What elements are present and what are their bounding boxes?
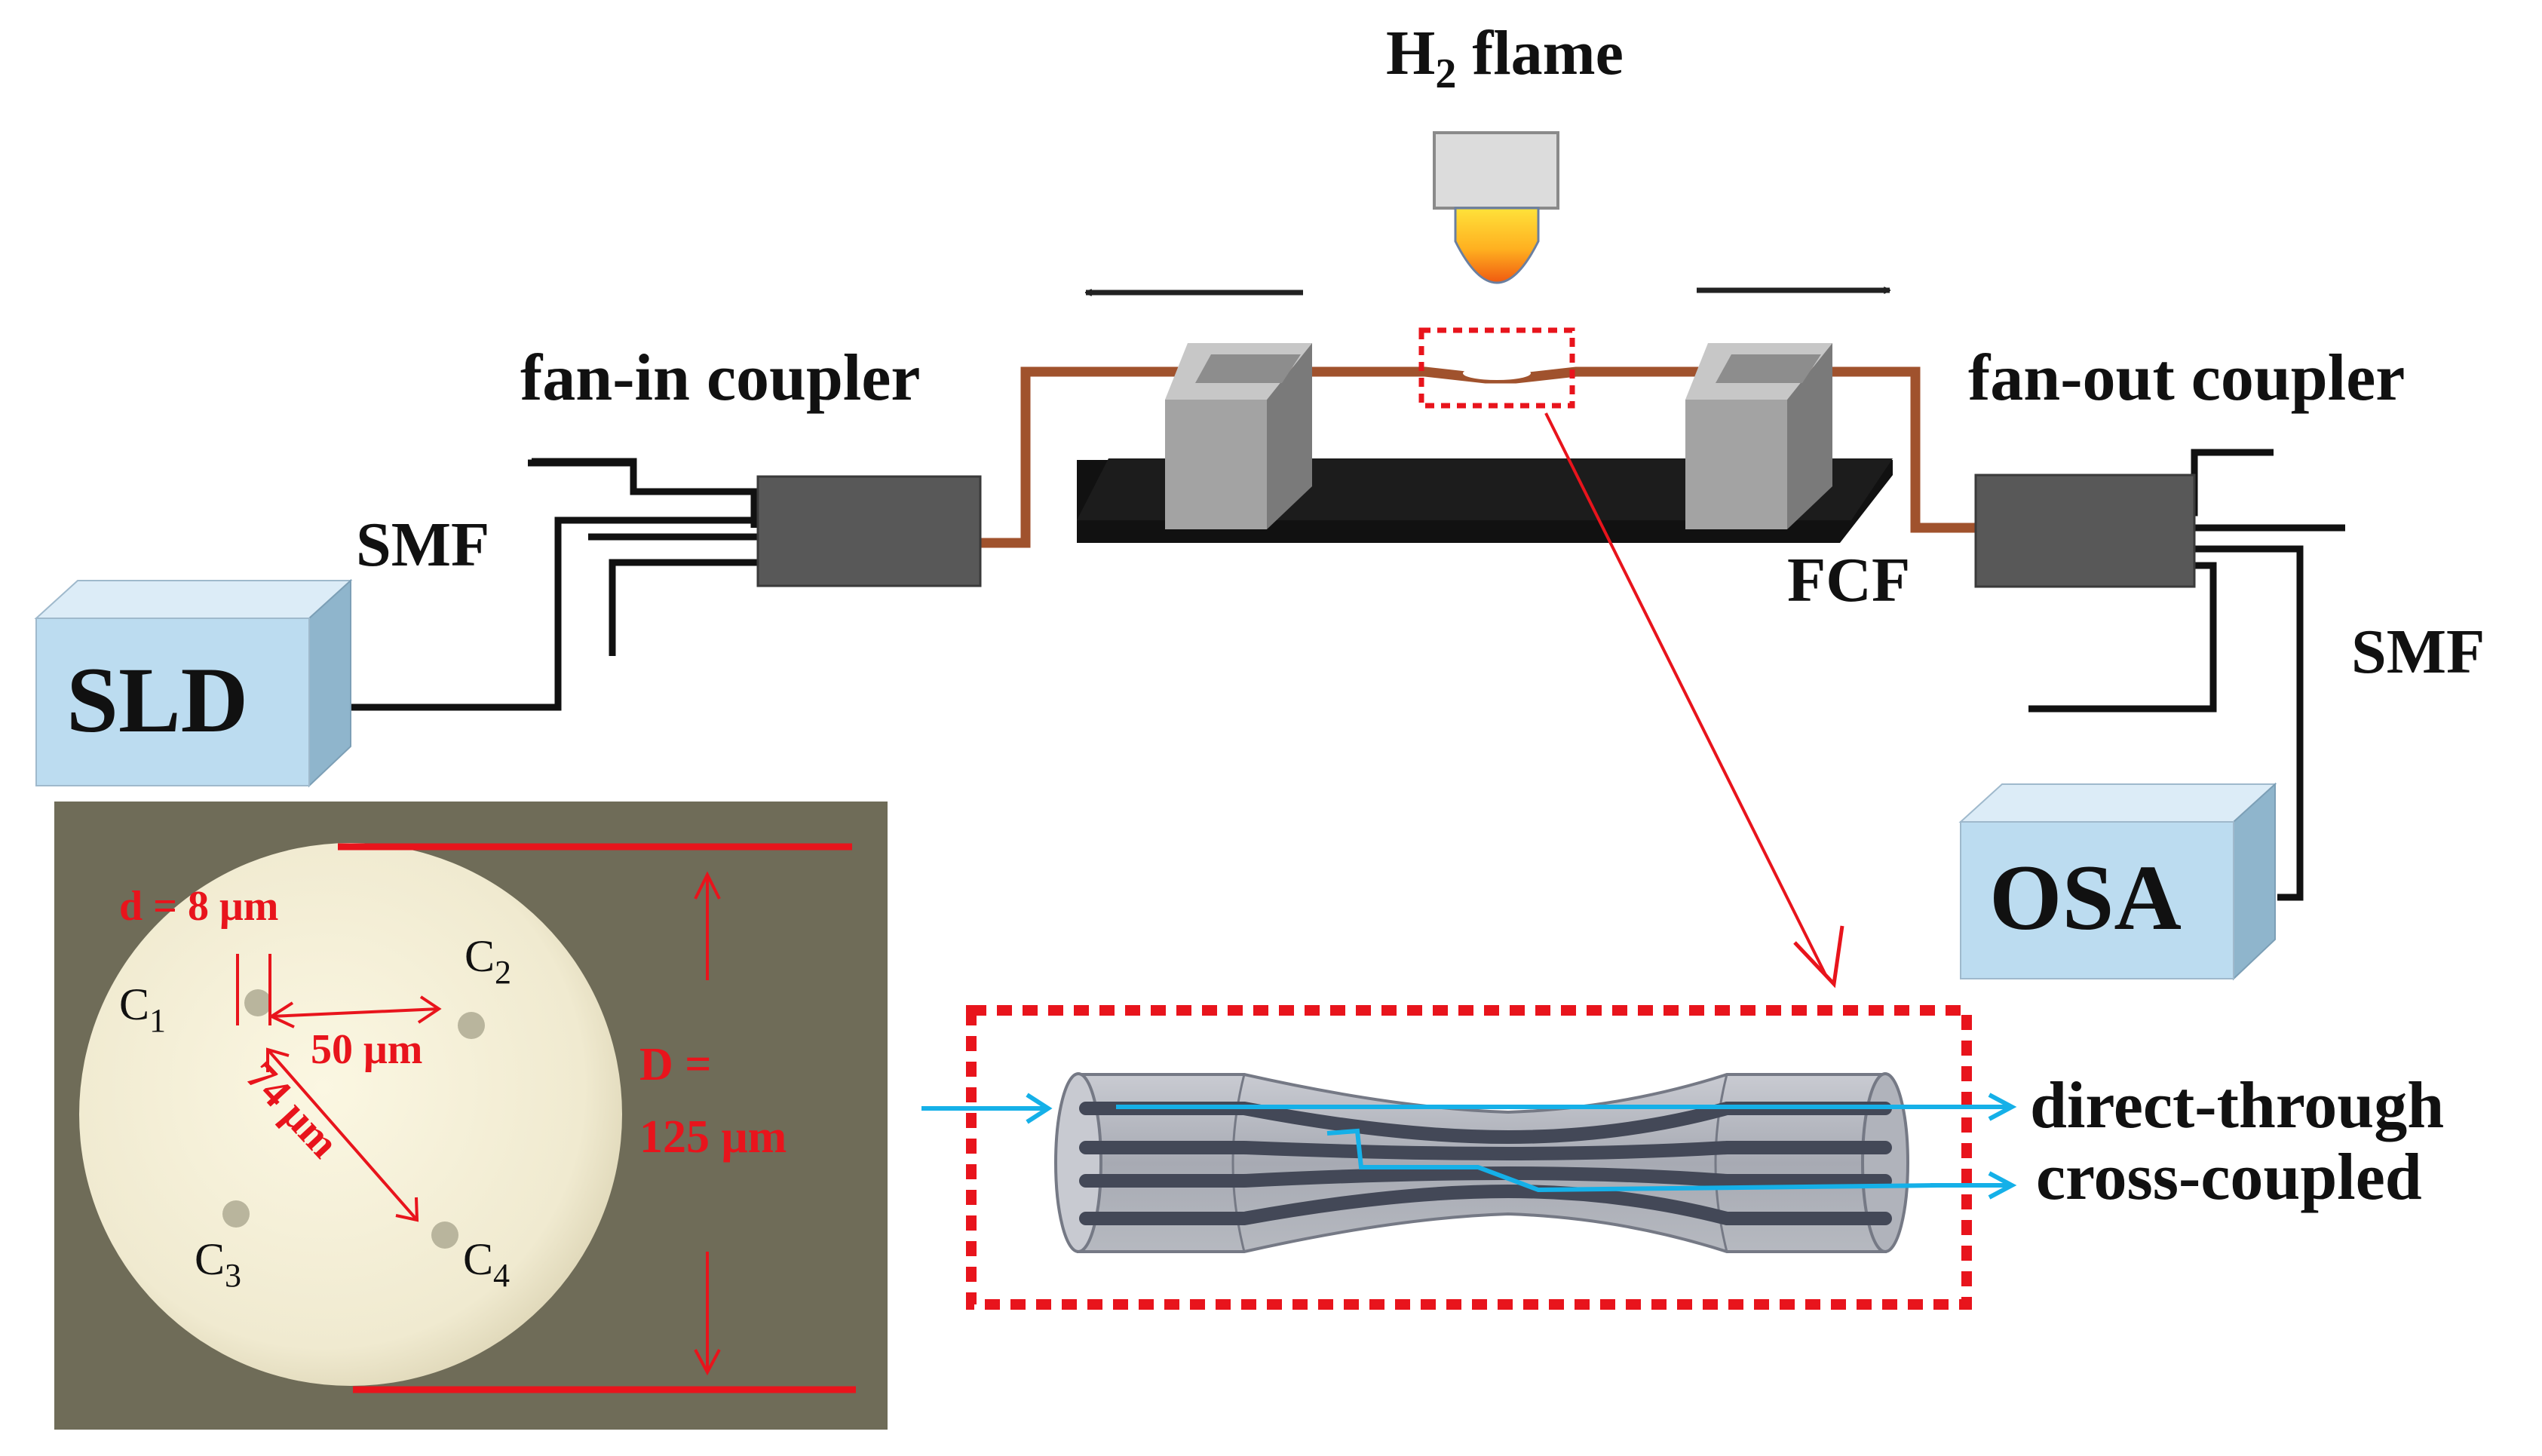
- direct-through-label: direct-through: [2030, 1069, 2444, 1142]
- core-c2-label: C2: [465, 931, 511, 991]
- sld-source: SLD: [34, 578, 353, 788]
- flame-icon: [1454, 207, 1540, 284]
- core-c3: [222, 1200, 250, 1228]
- distance-74-line: [266, 1048, 419, 1222]
- core-c4-label: C4: [463, 1234, 510, 1294]
- core-c4: [431, 1222, 458, 1249]
- osa-analyzer: OSA: [1958, 782, 2277, 981]
- sld-label: SLD: [66, 648, 248, 752]
- osa-label: OSA: [1989, 846, 2182, 949]
- core-diameter-label: d = 8 μm: [119, 883, 278, 930]
- fiber-end-left: [1054, 1072, 1102, 1253]
- core-c1: [244, 989, 271, 1016]
- inset-dashed-frame: [966, 1005, 1972, 1310]
- flame-label: H2 flame: [1386, 18, 1624, 97]
- core-line-3: [1079, 1166, 1892, 1188]
- left-smf-fibers: [351, 458, 762, 711]
- fcf-label: FCF: [1787, 545, 1910, 615]
- torch-body: [1433, 131, 1559, 210]
- core-line-4: [1079, 1184, 1892, 1225]
- taper-zoom-inset: direct-through cross-coupled: [921, 1005, 2444, 1310]
- taper-region-marker: [1418, 327, 1575, 409]
- distance-50-label: 50 μm: [311, 1026, 422, 1073]
- fiber-cladding-disk: [79, 843, 622, 1386]
- taper-waist: [1463, 366, 1531, 380]
- core-c1-label: C1: [119, 979, 166, 1039]
- core-c2: [458, 1012, 485, 1039]
- smf-right-label: SMF: [2351, 617, 2485, 687]
- fiber-cross-section-photo: d = 8 μm 50 μm 74 μm D = 125 μm C1 C2 C3…: [54, 802, 888, 1430]
- fan-out-coupler-label: fan-out coupler: [1968, 342, 2405, 415]
- cross-coupled-label: cross-coupled: [2036, 1141, 2422, 1214]
- right-fiber-clamp: [1685, 343, 1832, 529]
- zoom-pointer-line: [1544, 412, 1828, 977]
- zoom-pointer-head: [1793, 925, 1844, 989]
- fan-in-coupler: [756, 475, 982, 587]
- smf-left-label: SMF: [356, 510, 489, 580]
- cross-coupled-path: [1326, 1128, 1939, 1193]
- distance-50-line: [271, 1007, 440, 1018]
- core-c3-label: C3: [195, 1234, 241, 1294]
- fiber-end-right: [1861, 1072, 1909, 1253]
- left-fiber-clamp: [1165, 343, 1312, 529]
- h2-flame-torch: H2 flame: [1386, 18, 1624, 284]
- fan-in-coupler-label: fan-in coupler: [520, 342, 920, 415]
- core-line-1: [1079, 1102, 1892, 1145]
- fan-out-coupler: [1974, 474, 2196, 588]
- fiber-diameter-label-2: 125 μm: [639, 1111, 787, 1163]
- core-line-2: [1079, 1141, 1892, 1161]
- fiber-diameter-label-1: D =: [639, 1039, 712, 1090]
